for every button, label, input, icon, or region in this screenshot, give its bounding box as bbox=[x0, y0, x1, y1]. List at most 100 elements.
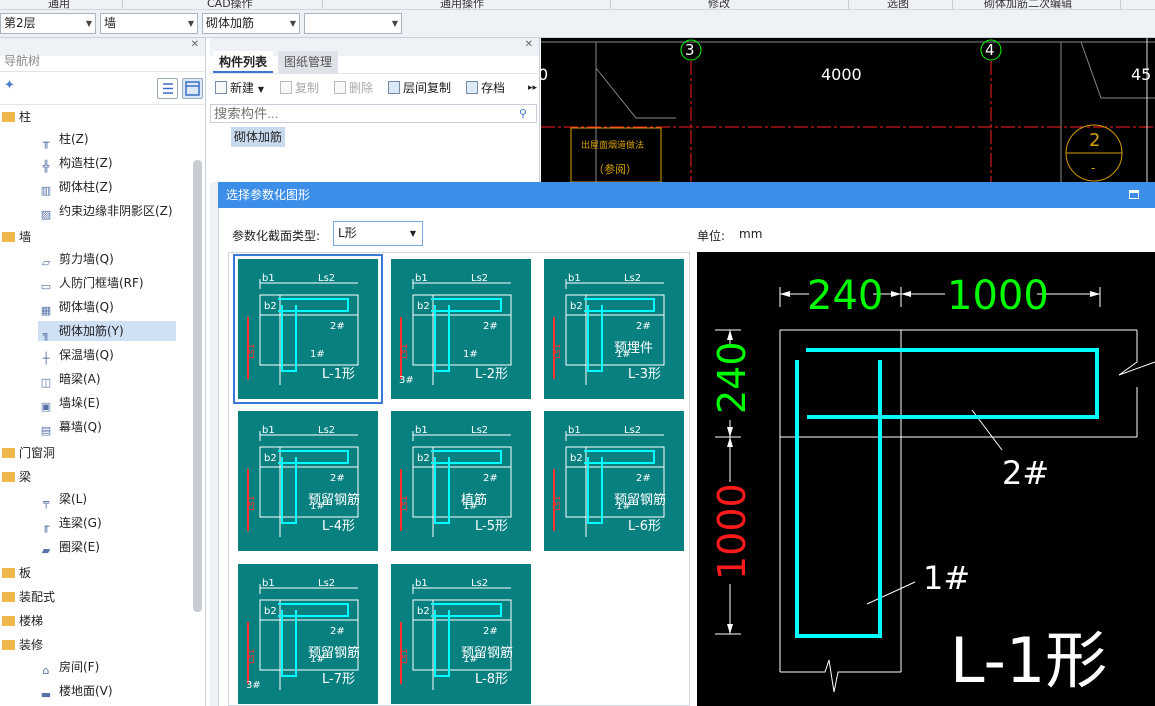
tree-group[interactable]: 装配式 bbox=[2, 587, 55, 607]
tree-group[interactable]: 门窗洞 bbox=[2, 443, 55, 463]
shape-dim-label: Ls1 bbox=[247, 496, 257, 511]
category-select-value: 墙 bbox=[104, 16, 117, 30]
tree-group[interactable]: 楼梯 bbox=[2, 611, 43, 631]
tree-item[interactable]: ⌂房间(F) bbox=[38, 657, 100, 677]
tab-component-list[interactable]: 构件列表 bbox=[213, 51, 274, 73]
component-type-select[interactable]: 砌体加筋▼ bbox=[202, 13, 300, 34]
pin-icon[interactable]: ✦ bbox=[4, 78, 15, 93]
shape-dim-label: b1 bbox=[568, 425, 581, 436]
floor-select[interactable]: 第2层▼ bbox=[0, 13, 96, 34]
ribbon-tab[interactable]: 选图 bbox=[887, 0, 909, 10]
ribbon-tab[interactable]: 通用操作 bbox=[440, 0, 484, 10]
tree-group-label: 楼梯 bbox=[19, 614, 44, 628]
component-list-item[interactable]: 砌体加筋 bbox=[231, 127, 286, 147]
tree-item[interactable]: ▨约束边缘非阴影区(Z) bbox=[38, 201, 173, 221]
tree-item-label: 暗梁(A) bbox=[59, 372, 101, 386]
shape-extra-label: 植筋 bbox=[461, 493, 488, 508]
nav-tree-panel: ✕ 导航树 ✦ 柱 ╥柱(Z) ╬构造柱(Z) ▥砌体柱(Z) ▨约束边缘非阴影区(Z)… bbox=[0, 38, 206, 706]
search-icon[interactable]: ⚲ bbox=[519, 107, 528, 120]
shape-dim-label: Ls1 bbox=[247, 344, 257, 359]
ribbon-tab[interactable]: 修改 bbox=[708, 0, 730, 10]
tree-item[interactable]: ▬楼地面(V) bbox=[38, 681, 113, 701]
tree-item[interactable]: ╗砌体加筋(Y) bbox=[38, 321, 176, 341]
category-select[interactable]: 墙▼ bbox=[100, 13, 198, 34]
tree-item[interactable]: ╓连梁(G) bbox=[38, 513, 102, 533]
tree-item[interactable]: ╥柱(Z) bbox=[38, 129, 89, 149]
close-icon[interactable]: ✕ bbox=[190, 39, 199, 50]
delete-button[interactable]: 删除 bbox=[334, 79, 373, 97]
new-button[interactable]: 新建 ▼ bbox=[215, 79, 264, 97]
tab-drawing-management[interactable]: 图纸管理 bbox=[278, 51, 339, 73]
tree-item[interactable]: ╤梁(L) bbox=[38, 489, 87, 509]
shape-dim-label: b2 bbox=[417, 606, 430, 617]
tree-item[interactable]: ▦砌体墙(Q) bbox=[38, 297, 114, 317]
shape-dim-label: b2 bbox=[264, 301, 277, 312]
section-type-select[interactable]: L形▼ bbox=[333, 221, 423, 246]
cad-canvas[interactable]: 3 4 4000 45 0 出屋面烟道做法 （参阅） 2 - bbox=[541, 38, 1155, 182]
shape-dim-label: Ls2 bbox=[471, 273, 488, 284]
preview-bar2-label: 2# bbox=[1002, 454, 1049, 492]
shear-wall-icon: ▱ bbox=[41, 256, 51, 269]
tree-item[interactable]: ▰圈梁(E) bbox=[38, 537, 100, 557]
tree-item[interactable]: ▭人防门框墙(RF) bbox=[38, 273, 144, 293]
floor-copy-button[interactable]: 层间复制 bbox=[388, 79, 451, 97]
tree-group[interactable]: 墙 bbox=[2, 227, 31, 247]
shape-name-label: L-2形 bbox=[475, 367, 508, 382]
tree-item[interactable]: ▥砌体柱(Z) bbox=[38, 177, 113, 197]
save-button[interactable]: 存档 bbox=[466, 79, 505, 97]
detail-view-icon[interactable] bbox=[182, 78, 203, 99]
tree-item[interactable]: ◫暗梁(A) bbox=[38, 369, 101, 389]
tree-item-label: 砌体加筋(Y) bbox=[59, 324, 124, 338]
preview-dim-left-bottom: 1000 bbox=[710, 483, 754, 580]
shape-extra-label: 预留钢筋 bbox=[308, 493, 361, 508]
tree-item[interactable]: ▱剪力墙(Q) bbox=[38, 249, 114, 269]
tree-item-label: 约束边缘非阴影区(Z) bbox=[59, 204, 173, 218]
shape-name-label: L-1形 bbox=[322, 367, 355, 382]
tree-group-label: 装配式 bbox=[19, 590, 56, 604]
maximize-icon[interactable] bbox=[1129, 190, 1139, 199]
shape-dim-label: 1# bbox=[463, 654, 478, 665]
tree-group[interactable]: 柱 bbox=[2, 107, 31, 127]
shape-dim-label: b1 bbox=[415, 425, 428, 436]
nav-tree-title: 导航树 bbox=[4, 54, 41, 68]
tree-group[interactable]: 梁 bbox=[2, 467, 31, 487]
tree-item-label: 柱(Z) bbox=[59, 132, 89, 146]
tree-item[interactable]: ┼保温墙(Q) bbox=[38, 345, 114, 365]
shape-dim-label: Ls2 bbox=[624, 425, 641, 436]
search-input[interactable] bbox=[210, 104, 537, 123]
axis-label: 4 bbox=[985, 41, 995, 59]
tree-item[interactable]: ▤幕墙(Q) bbox=[38, 417, 102, 437]
more-icon[interactable]: ▸▸ bbox=[528, 83, 538, 93]
room-icon: ⌂ bbox=[42, 664, 50, 677]
tree-group[interactable]: 装修 bbox=[2, 635, 43, 655]
list-view-icon[interactable] bbox=[157, 78, 178, 99]
tree-item[interactable]: ▣墙垛(E) bbox=[38, 393, 100, 413]
chevron-down-icon: ▼ bbox=[85, 19, 92, 28]
section-type-value: L形 bbox=[338, 226, 357, 240]
nav-scrollbar[interactable] bbox=[193, 160, 202, 612]
component-select[interactable]: ▼ bbox=[304, 13, 402, 34]
ribbon-tab[interactable]: 砌体加筋二次编辑 bbox=[984, 0, 1072, 10]
ribbon-tab[interactable]: 通用 bbox=[48, 0, 70, 10]
tree-item-label: 幕墙(Q) bbox=[59, 420, 102, 434]
folder-icon bbox=[2, 472, 15, 482]
ribbon-tab[interactable]: CAD操作 bbox=[207, 0, 253, 10]
tree-item[interactable]: ╬构造柱(Z) bbox=[38, 153, 113, 173]
preview-dim-left-top: 240 bbox=[710, 341, 754, 414]
note-text: 出屋面烟道做法 bbox=[581, 139, 644, 151]
close-icon[interactable]: ✕ bbox=[524, 39, 533, 50]
copy-button[interactable]: 复制 bbox=[280, 79, 319, 97]
detail-number: 2 bbox=[1089, 130, 1100, 151]
tree-item-label: 砌体柱(Z) bbox=[59, 180, 113, 194]
tree-group[interactable]: 板 bbox=[2, 563, 31, 583]
